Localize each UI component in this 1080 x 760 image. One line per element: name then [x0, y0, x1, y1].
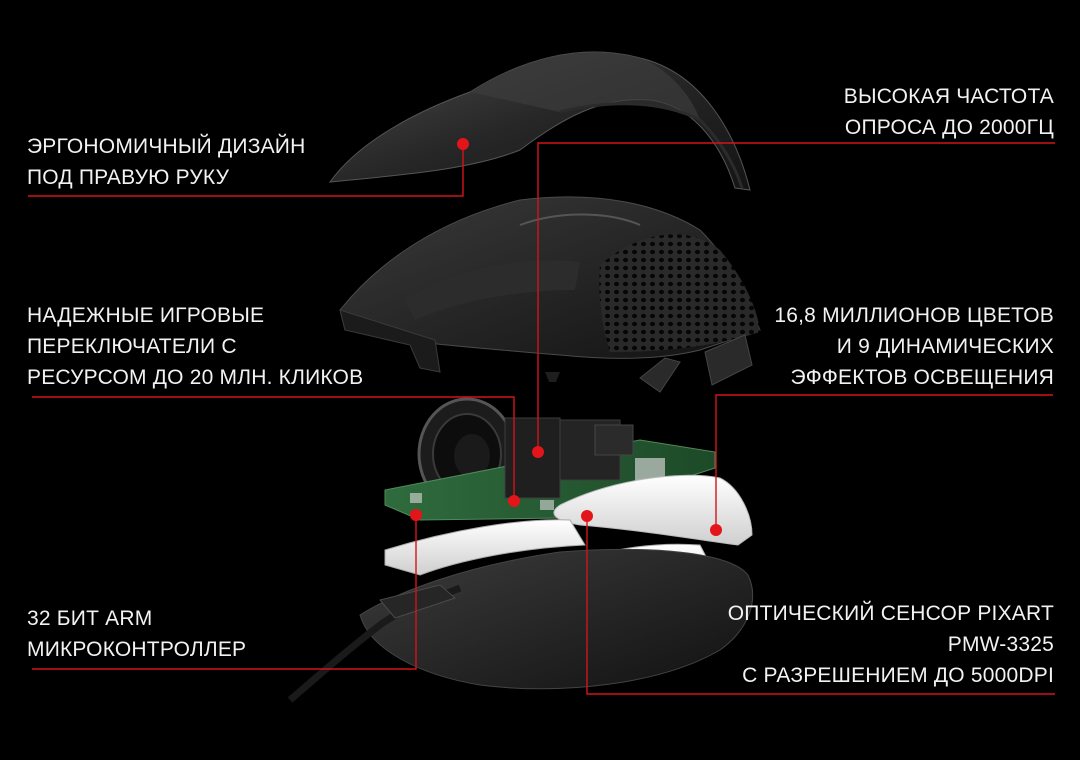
- callout-text-line: ОПРОСА ДО 2000ГЦ: [844, 116, 1054, 139]
- dot-arm: [410, 509, 422, 521]
- light-guide: [553, 474, 753, 546]
- leader-arm: [32, 515, 417, 670]
- callout-text-line: 16,8 МИЛЛИОНОВ ЦВЕТОВ: [774, 304, 1054, 327]
- dot-polling: [532, 446, 544, 458]
- callout-text-line: ОПТИЧЕСКИЙ СЕНСОР PIXART: [727, 602, 1054, 625]
- callout-text-line: С РАЗРЕШЕНИЕМ ДО 5000DPI: [742, 664, 1054, 687]
- callout-text-line: И 9 ДИНАМИЧЕСКИХ: [836, 335, 1054, 358]
- callout-ergonomic-design: ЭРГОНОМИЧНЫЙ ДИЗАЙН ПОД ПРАВУЮ РУКУ: [27, 131, 305, 193]
- callout-text-line: МИКРОКОНТРОЛЛЕР: [27, 638, 247, 661]
- dot-lighting: [710, 524, 722, 536]
- callout-text-line: ПОД ПРАВУЮ РУКУ: [27, 166, 230, 189]
- callout-dots: [410, 138, 722, 536]
- callout-text-line: ЭРГОНОМИЧНЫЙ ДИЗАЙН: [27, 135, 306, 158]
- leader-polling: [537, 142, 1055, 452]
- callout-text-line: ЭФФЕКТОВ ОСВЕЩЕНИЯ: [790, 366, 1054, 389]
- callout-text-line: РЕСУРСОМ ДО 20 МЛН. КЛИКОВ: [27, 366, 364, 389]
- callout-text-line: 32 БИТ ARM: [27, 607, 153, 630]
- dot-sensor: [581, 510, 593, 522]
- callout-text-line: НАДЕЖНЫЕ ИГРОВЫЕ: [27, 304, 265, 327]
- leader-switches: [32, 396, 515, 501]
- callout-polling-rate: ВЫСОКАЯ ЧАСТОТА ОПРОСА ДО 2000ГЦ: [844, 81, 1054, 143]
- usb-cable: [287, 584, 462, 703]
- callout-text-line: ПЕРЕКЛЮЧАТЕЛИ С: [27, 335, 237, 358]
- callout-text-line: PMW-3325: [947, 633, 1054, 656]
- callout-rgb-lighting: 16,8 МИЛЛИОНОВ ЦВЕТОВ И 9 ДИНАМИЧЕСКИХ Э…: [774, 300, 1054, 393]
- base-plate: [359, 548, 754, 690]
- mouse-body: [339, 196, 761, 382]
- callout-gaming-switches: НАДЕЖНЫЕ ИГРОВЫЕ ПЕРЕКЛЮЧАТЕЛИ С РЕСУРСО…: [27, 300, 363, 393]
- callout-text-line: ВЫСОКАЯ ЧАСТОТА: [843, 85, 1054, 108]
- dot-ergonomic: [457, 138, 469, 150]
- side-buttons: [639, 334, 753, 393]
- leader-ergonomic: [28, 144, 464, 197]
- leader-sensor: [586, 516, 1055, 695]
- dot-switches: [508, 495, 520, 507]
- callout-lines: [28, 142, 1055, 695]
- callout-arm-microcontroller: 32 БИТ ARM МИКРОКОНТРОЛЛЕР: [27, 603, 246, 665]
- callout-optical-sensor: ОПТИЧЕСКИЙ СЕНСОР PIXART PMW-3325 С РАЗР…: [728, 598, 1054, 691]
- leader-lighting: [715, 394, 1053, 530]
- top-shell: [328, 51, 751, 191]
